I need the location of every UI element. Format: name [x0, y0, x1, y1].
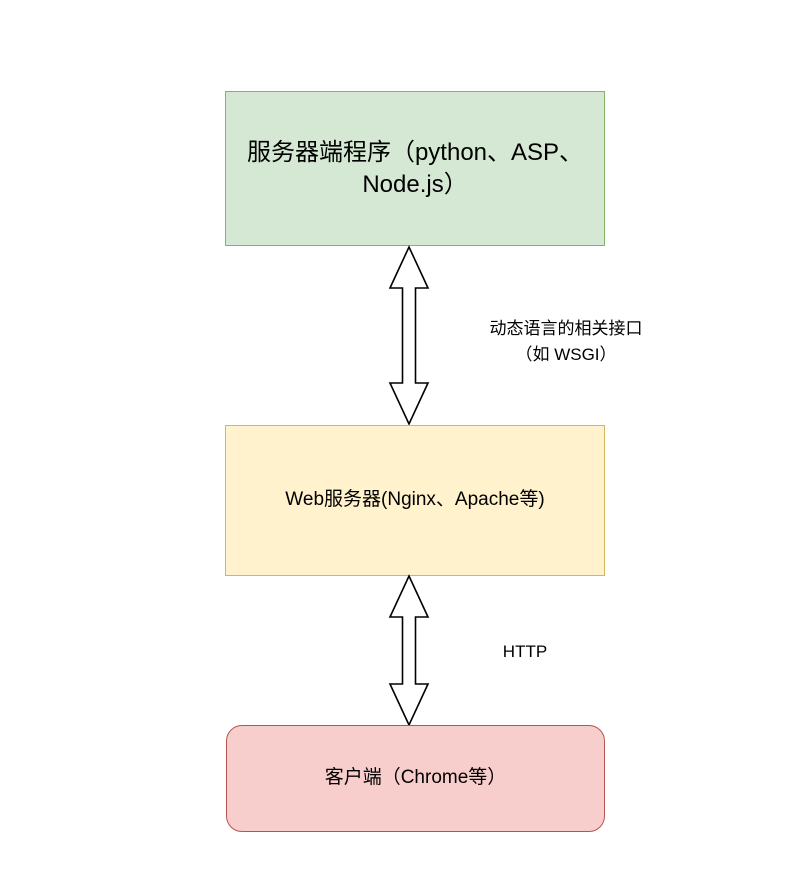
edge-label-wsgi: 动态语言的相关接口 （如 WSGI）: [489, 319, 643, 365]
node-client-label: 客户端（Chrome等）: [324, 767, 507, 789]
node-web-server[interactable]: Web服务器(Nginx、Apache等): [225, 425, 605, 576]
arrow-wsgi-double-headed-icon: [388, 245, 430, 426]
node-server-program-label: 服务器端程序（python、ASP、 Node.js）: [246, 139, 584, 198]
arrow-http-double-headed-icon: [388, 574, 430, 727]
edge-label-http: HTTP: [502, 642, 548, 661]
node-web-server-label: Web服务器(Nginx、Apache等): [285, 489, 545, 511]
node-server-program[interactable]: 服务器端程序（python、ASP、 Node.js）: [225, 91, 605, 246]
node-client[interactable]: 客户端（Chrome等）: [226, 725, 605, 832]
